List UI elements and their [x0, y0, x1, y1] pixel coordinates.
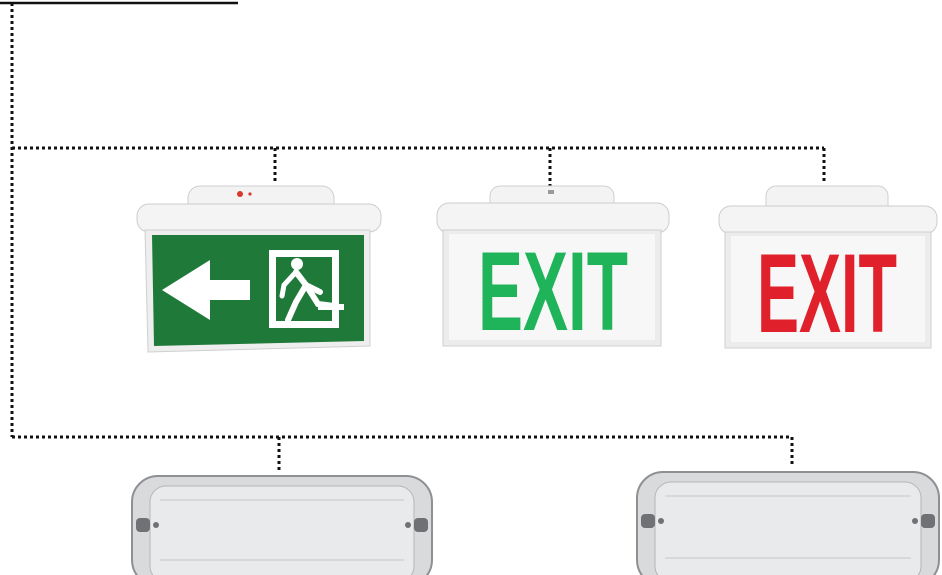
wiring: [12, 3, 824, 470]
sign-top-bar: [719, 206, 937, 234]
running-man-sign: [137, 186, 381, 352]
bulkhead-light-left: [132, 476, 432, 575]
red-exit-label: EXIT: [757, 231, 897, 356]
green-exit-sign: EXIT: [437, 186, 669, 354]
bulkhead-light-right: [637, 472, 939, 575]
red-exit-sign: EXIT: [719, 186, 937, 356]
green-exit-label: EXIT: [478, 229, 628, 354]
sign-top-bar: [137, 204, 381, 232]
bulkhead-diffuser: [150, 486, 414, 575]
indicator-led-icon: [237, 191, 243, 197]
